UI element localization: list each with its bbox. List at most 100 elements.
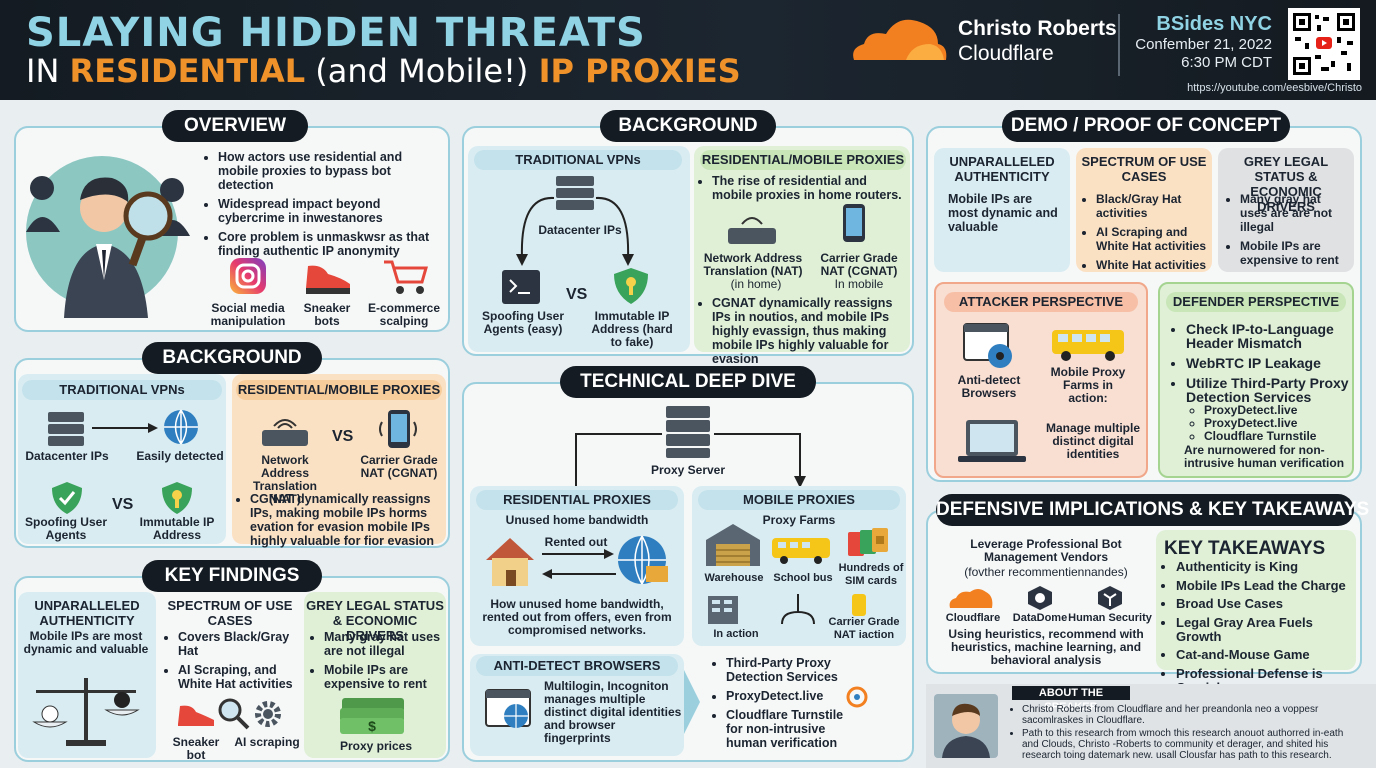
shield-check-icon [52,482,82,514]
shield-key-icon [614,268,648,304]
defense-using-text: Using heuristics, recommend with heurist… [948,627,1144,667]
attacker-label: ATTACKER PERSPECTIVE [944,292,1138,312]
house-bandwidth-icon [486,535,668,586]
bg-left-vpn-block [18,374,226,544]
youtube-link[interactable]: https://youtube.com/eesbive/Christo [1187,82,1362,94]
tech-cgnat-label: Carrier Grade NAT iaction [828,616,900,641]
datadome-icon [1028,586,1052,610]
bg-left-res-block [232,374,446,544]
sneaker-icon [306,265,350,294]
laptop-icon [958,420,1026,462]
human-security-icon [1098,586,1122,610]
overview-title: OVERVIEW [162,110,308,142]
demo-c2-bullets: Black/Gray Hat activitiesAI Scraping and… [1082,192,1210,277]
shield-key-icon [162,482,192,514]
school-bus-icon [772,538,830,564]
speaker-avatar [934,694,998,758]
qr-code-icon[interactable] [1288,8,1360,80]
bg-mid-res-label: RESIDENTIAL/MOBILE PROXIES [700,150,906,170]
browser-spider-icon [963,323,1012,368]
chevron-right-icon [684,670,700,734]
demo-farms-label: Mobile Proxy Farms in action: [1050,365,1126,405]
phone-icon [843,204,865,242]
about-panel [926,684,1376,768]
header-divider [1118,14,1120,76]
server-icon [48,412,84,446]
cart-icon [384,260,428,294]
bg-mid-res-block [694,146,910,352]
takeaways-block [1156,530,1356,670]
router-icon [262,419,308,446]
background-mid-title: BACKGROUND [600,110,776,142]
bg-left-easy-label: Easily detected [136,449,224,463]
bg-mid-vpn-label: TRADITIONAL VPNs [474,150,682,170]
about-title: ABOUT THE SPEAKER [1012,686,1130,713]
bg-mid-bullet2: CGNAT dynamically reassigns IPs in nouti… [698,296,906,371]
sneaker-icon [178,705,214,726]
defender-subbullets: ProxyDetect.liveProxyDetect.liveCloudfla… [1204,404,1350,443]
bg-mid-nat-sub: (in home) [730,277,782,291]
findings-ai-label: AI scraping [234,735,300,749]
demo-anti-label: Anti-detect Browsers [957,373,1021,400]
tech-bus-label: School bus [773,572,833,584]
demo-c3-heading: GREY LEGAL STATUS & ECONOMIC DRIVERS [1243,154,1329,214]
key-findings-title: KEY FINDINGS [142,560,322,592]
about-bullets: Christo Roberts from Cloudflare and her … [1008,704,1362,761]
page-subtitle: IN RESIDENTIAL (and Mobile!) IP PROXIES [26,52,741,90]
defender-block [1158,282,1354,478]
header-bar [0,0,1376,100]
demo-c3 [1218,148,1354,272]
scale-icon [32,678,140,746]
tech-mob-label: MOBILE PROXIES [698,490,900,510]
vendor-human-security: Human Security [1068,612,1152,624]
money-icon: $ [340,698,404,734]
defense-title: DEFENSIVE IMPLICATIONS & KEY TAKEAWAYS [936,494,1369,526]
demo-c3-bullets: Many gray hat uses are are not illegalMo… [1226,192,1350,272]
tech-rented-label: Rented out [544,535,608,549]
flow-arrows-icon [516,176,634,266]
phone-icon [379,410,417,448]
globe-icon [164,409,198,445]
magnifier-icon [218,698,250,730]
page-title: SLAYING HIDDEN THREATS [26,10,646,56]
tech-proxy-label: Proxy Server [650,463,726,477]
bg-mid-cgnat-sub: In mobile [834,277,884,291]
icon-label-ecommerce: E-commerce scalping [367,301,441,328]
vendor-datadome: DataDome [1012,612,1068,624]
bg-left-vs2: VS [332,428,354,445]
demo-manage-label: Manage multiple distinct digital identit… [1045,421,1140,461]
takeaways-heading: KEY TAKEAWAYS [1164,538,1326,559]
tech-sim-label: Hundreds of SIM cards [838,562,904,587]
defender-end-text: Are nurnowered for non-intrusive human v… [1184,443,1345,470]
tech-res-sub: Unused home bandwidth [505,513,649,527]
findings-c2-bullets: Covers Black/Gray HatAI Scraping, and Wh… [164,630,300,696]
demo-c2-heading: SPECTRUM OF USE CASES [1081,154,1207,184]
tech-farms-label: Proxy Farms [762,513,836,527]
demo-c1-heading: UNPARALLELED AUTHENTICITY [949,154,1055,184]
bg-mid-vs: VS [566,286,588,303]
detective-illustration-icon [26,156,190,318]
defense-leverage-sub: (fovther recommentiennandes) [964,565,1128,579]
instagram-icon [230,258,266,294]
findings-c3-heading: GREY LEGAL STATUS & ECONOMIC DRIVERS [306,598,444,643]
bg-mid-nat-label: Network Address Translation (NAT) [703,251,803,278]
demo-c1 [934,148,1070,272]
proxy-server-icon [575,406,806,488]
findings-sneaker-label: Sneaker bot [172,735,220,762]
bg-left-cgnat-label: Carrier Grade NAT (CGNAT) [360,453,438,480]
sim-farm-icon [708,594,866,625]
bg-left-spoof-label: Spoofing User Agents [24,515,107,542]
demo-c1-text: Mobile IPs are most dynamic and valuable [948,192,1058,234]
router-icon [728,217,776,244]
bg-left-nat-label: Network Address Translation (NAT) [252,453,317,506]
takeaways-list: Authenticity is KingMobile IPs Lead the … [1164,560,1354,695]
sim-cards-icon [848,528,888,556]
svg-text:$: $ [368,718,376,734]
defender-label: DEFENDER PERSPECTIVE [1166,292,1346,312]
tech-warehouse-label: Warehouse [704,572,764,584]
bg-mid-cgnat-label: Carrier Grade NAT (CGNAT) [820,251,898,278]
findings-c1-heading: UNPARALLELED AUTHENTICITY [34,598,140,628]
background-left-title: BACKGROUND [142,342,322,374]
